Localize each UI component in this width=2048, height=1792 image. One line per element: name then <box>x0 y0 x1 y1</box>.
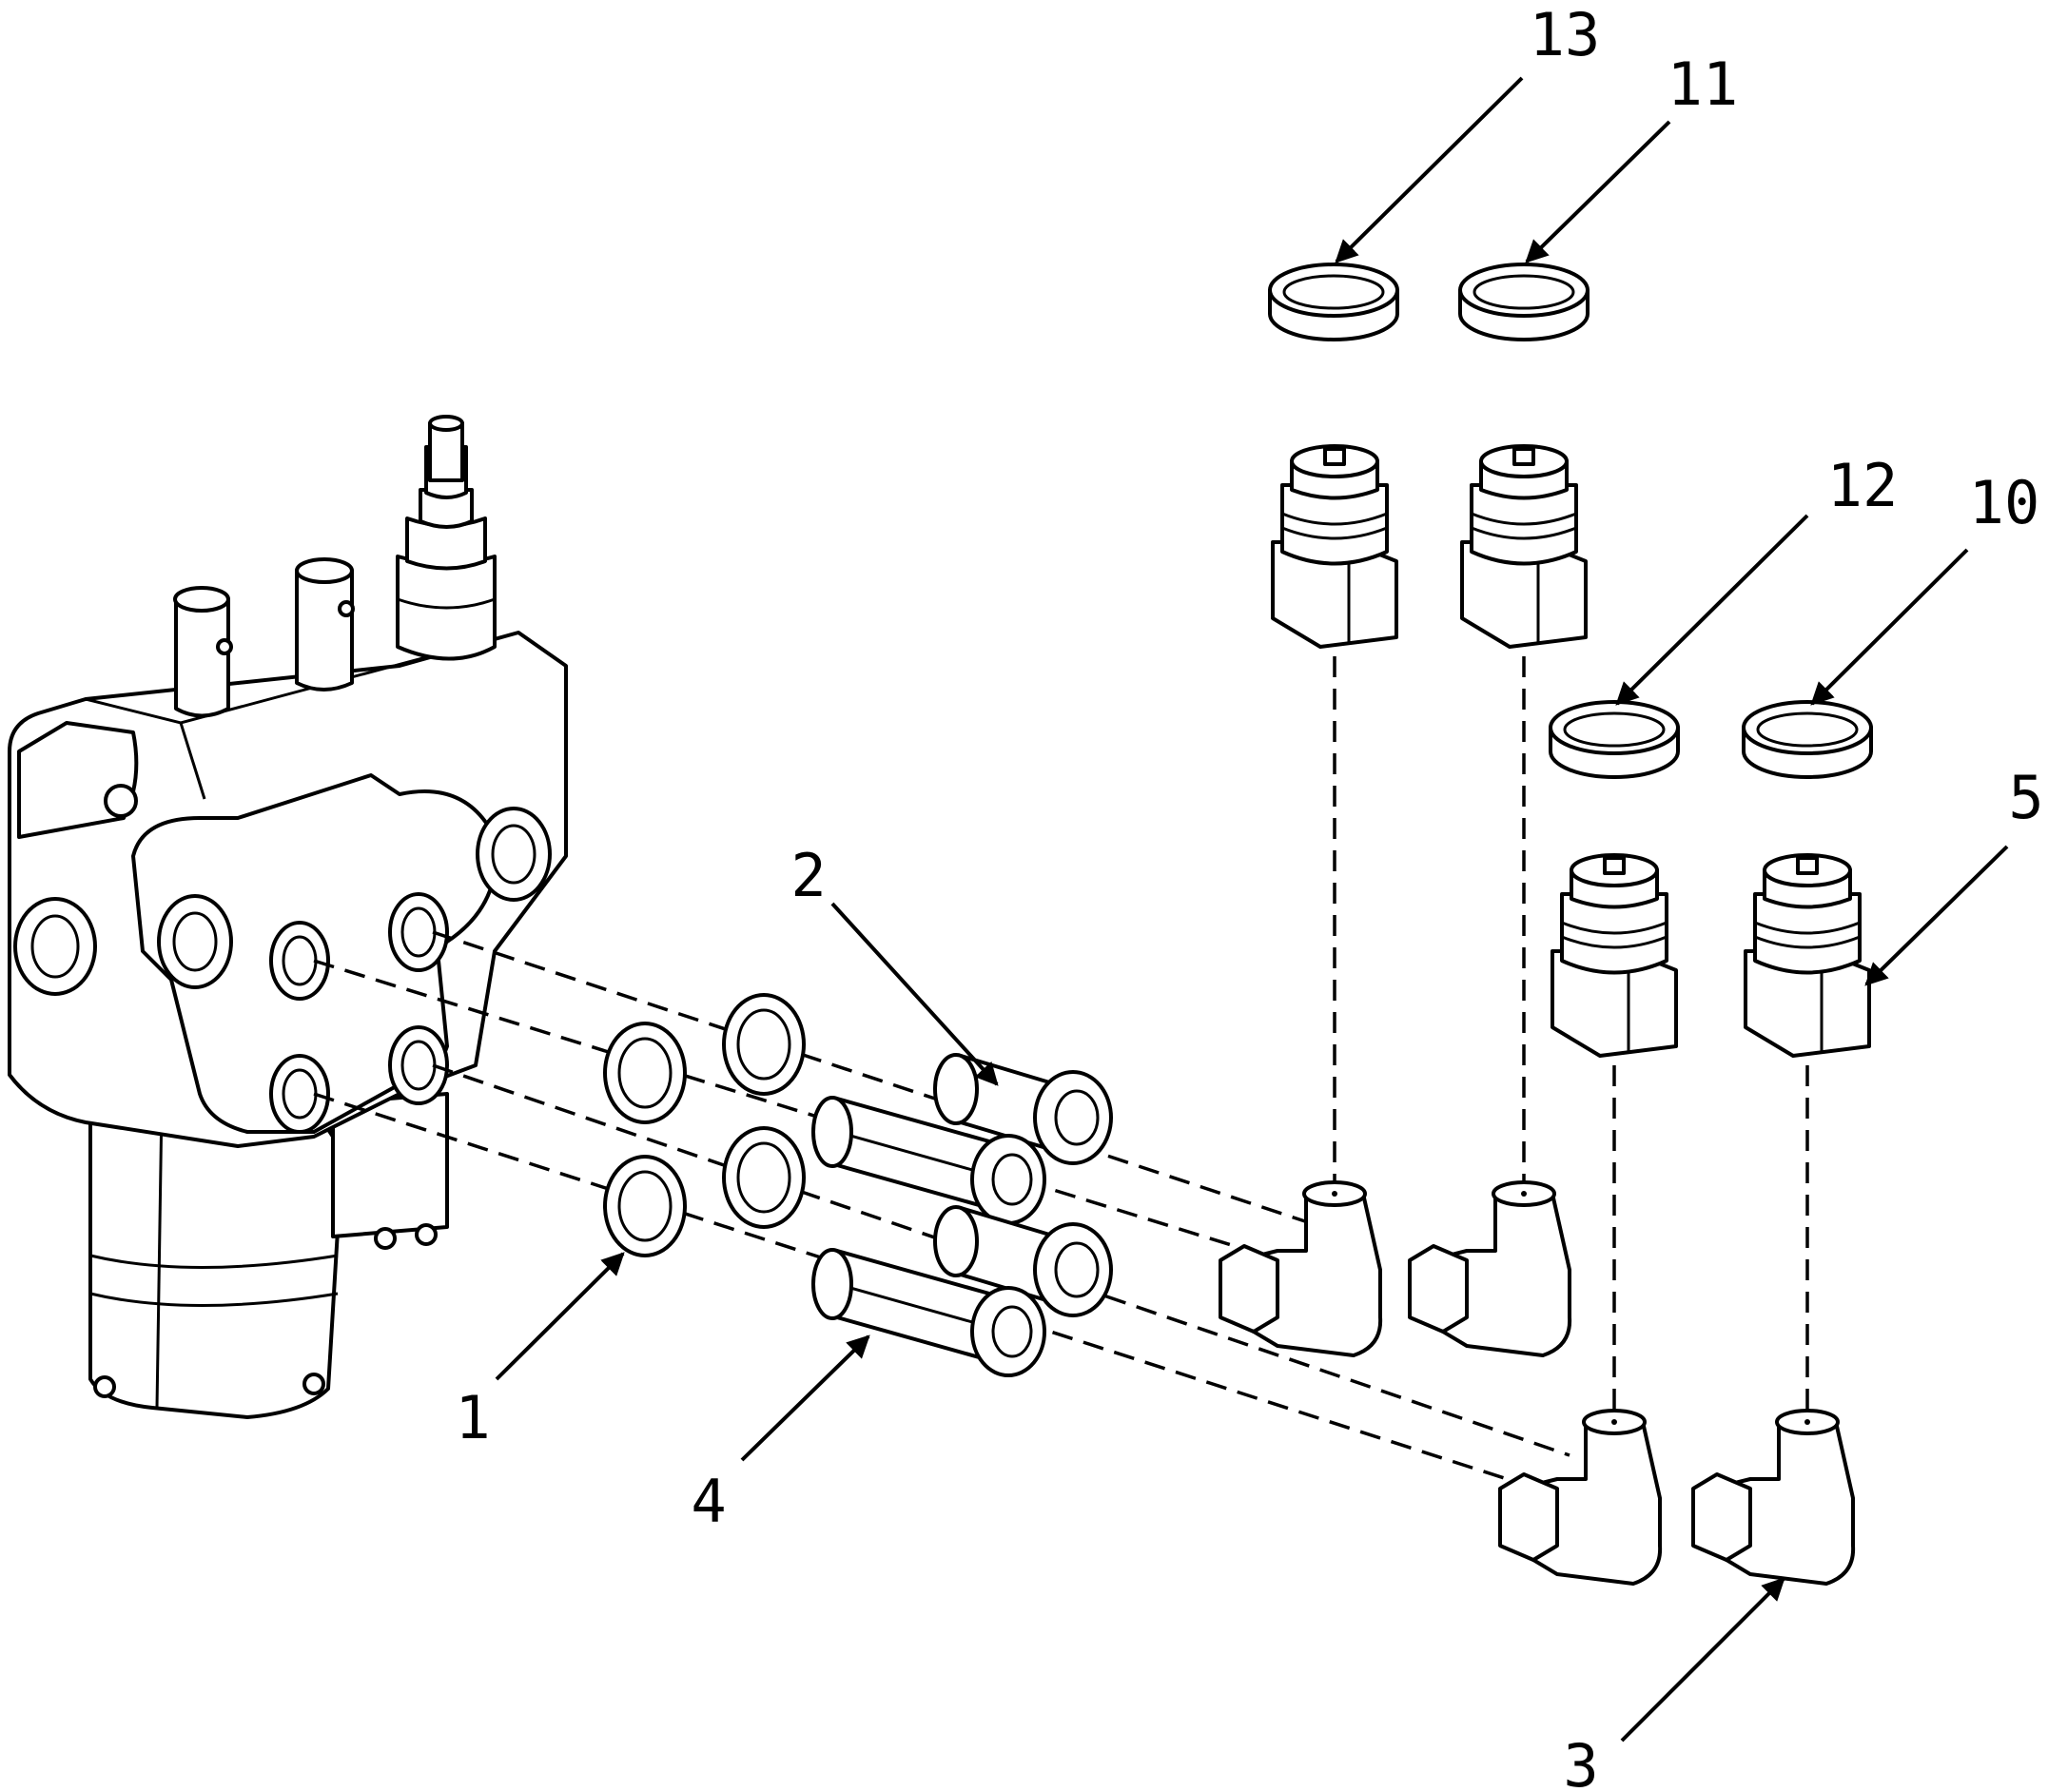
straight-adapter <box>933 1205 1113 1317</box>
callout-2: 2 <box>790 841 826 910</box>
control-valve-body <box>8 415 568 1419</box>
dust-ring-10 <box>1742 700 1873 779</box>
elbow-fitting <box>1498 1409 1663 1586</box>
o-ring <box>603 1155 687 1257</box>
callout-1: 1 <box>455 1383 490 1452</box>
leader-10 <box>1810 548 1969 706</box>
leader-3 <box>1620 1577 1785 1743</box>
o-ring <box>603 1022 687 1124</box>
leader-13 <box>1335 76 1524 263</box>
straight-adapter <box>811 1096 1046 1225</box>
callout-10: 10 <box>1969 468 2040 537</box>
o-ring <box>722 993 806 1096</box>
leader-1 <box>495 1252 625 1381</box>
elbow-fitting <box>1408 1180 1572 1357</box>
leader-11 <box>1525 120 1671 263</box>
quick-coupler <box>1551 853 1678 1058</box>
callout-leaders <box>495 76 2009 1743</box>
elbow-fitting <box>1691 1409 1856 1586</box>
leader-4 <box>740 1334 870 1462</box>
leader-12 <box>1615 514 1809 706</box>
callout-3: 3 <box>1563 1731 1598 1792</box>
leader-5 <box>1864 845 2009 986</box>
dust-ring-12 <box>1549 700 1680 779</box>
o-ring-group <box>603 993 806 1257</box>
dust-ring-13 <box>1268 263 1399 341</box>
quick-coupler <box>1460 444 1588 649</box>
callout-11: 11 <box>1668 49 1739 119</box>
callout-12: 12 <box>1827 451 1899 520</box>
callout-5: 5 <box>2008 763 2043 832</box>
callout-4: 4 <box>691 1467 726 1536</box>
straight-adapter <box>933 1053 1113 1165</box>
quick-coupler-group <box>1271 444 1871 1058</box>
elbow-fitting-group <box>1219 1180 1856 1586</box>
quick-coupler <box>1744 853 1871 1058</box>
adapter-group <box>811 1053 1113 1377</box>
leader-2 <box>830 902 999 1086</box>
quick-coupler <box>1271 444 1398 649</box>
dust-ring-11 <box>1458 263 1590 341</box>
callout-13: 13 <box>1530 0 1601 69</box>
o-ring <box>722 1126 806 1229</box>
dust-ring-group <box>1268 263 1873 779</box>
elbow-fitting <box>1219 1180 1383 1357</box>
callout-labels: 13 11 12 10 5 2 1 4 3 <box>455 0 2043 1792</box>
straight-adapter <box>811 1248 1046 1377</box>
